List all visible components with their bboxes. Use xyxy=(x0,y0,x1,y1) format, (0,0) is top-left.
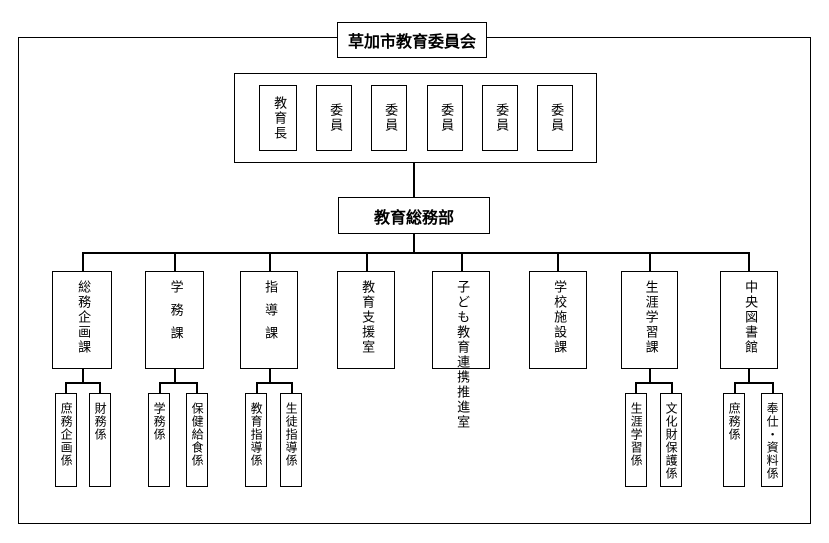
connector xyxy=(734,382,772,384)
division-general-planning: 総務企画課 xyxy=(52,271,112,369)
connector xyxy=(269,252,271,271)
section-school-affairs: 学務係 xyxy=(148,393,170,487)
connector xyxy=(671,382,673,393)
connector xyxy=(82,252,84,271)
connector xyxy=(734,382,736,393)
connector xyxy=(159,382,161,393)
member-superintendent: 教育長 xyxy=(259,85,297,151)
section-cultural-properties: 文化財保護係 xyxy=(660,393,682,487)
division-central-library: 中央図書館 xyxy=(720,271,778,369)
connector xyxy=(82,369,84,382)
connector xyxy=(256,382,258,393)
connector xyxy=(174,369,176,382)
connector xyxy=(461,252,463,271)
connector xyxy=(413,234,415,252)
member-committee-1: 委員 xyxy=(316,85,352,151)
section-library-general: 庶務係 xyxy=(723,393,745,487)
connector xyxy=(748,369,750,382)
section-lifelong-learning: 生涯学習係 xyxy=(625,393,647,487)
connector xyxy=(413,163,415,197)
connector xyxy=(649,369,651,382)
connector xyxy=(748,252,750,271)
connector xyxy=(82,252,750,254)
division-child-education: 子ども教育連携推進室 xyxy=(432,271,490,430)
section-student-guidance: 生徒指導係 xyxy=(280,393,302,487)
section-service-materials: 奉仕・資料係 xyxy=(761,393,783,487)
connector xyxy=(269,369,271,382)
member-committee-2: 委員 xyxy=(371,85,407,151)
member-committee-3: 委員 xyxy=(427,85,463,151)
division-school-affairs: 学務課 xyxy=(145,271,204,369)
connector xyxy=(65,382,99,384)
connector xyxy=(635,382,671,384)
connector xyxy=(159,382,196,384)
section-finance: 財務係 xyxy=(89,393,111,487)
connector xyxy=(772,382,774,393)
connector xyxy=(557,252,559,271)
board-title: 草加市教育委員会 xyxy=(337,22,487,58)
connector xyxy=(99,382,101,393)
division-school-facilities: 学校施設課 xyxy=(529,271,587,369)
connector xyxy=(256,382,291,384)
connector xyxy=(649,252,651,271)
division-guidance: 指導課 xyxy=(240,271,298,369)
member-committee-5: 委員 xyxy=(537,85,573,151)
section-health-meals: 保健給食係 xyxy=(186,393,208,487)
connector xyxy=(366,252,368,271)
section-general-planning: 庶務企画係 xyxy=(55,393,77,487)
connector xyxy=(65,382,67,393)
connector xyxy=(291,382,293,393)
connector xyxy=(196,382,198,393)
section-education-guidance: 教育指導係 xyxy=(245,393,267,487)
member-committee-4: 委員 xyxy=(482,85,518,151)
connector xyxy=(174,252,176,271)
division-education-support: 教育支援室 xyxy=(337,271,395,369)
connector xyxy=(635,382,637,393)
division-lifelong-learning: 生涯学習課 xyxy=(621,271,678,369)
department-title: 教育総務部 xyxy=(338,197,490,234)
